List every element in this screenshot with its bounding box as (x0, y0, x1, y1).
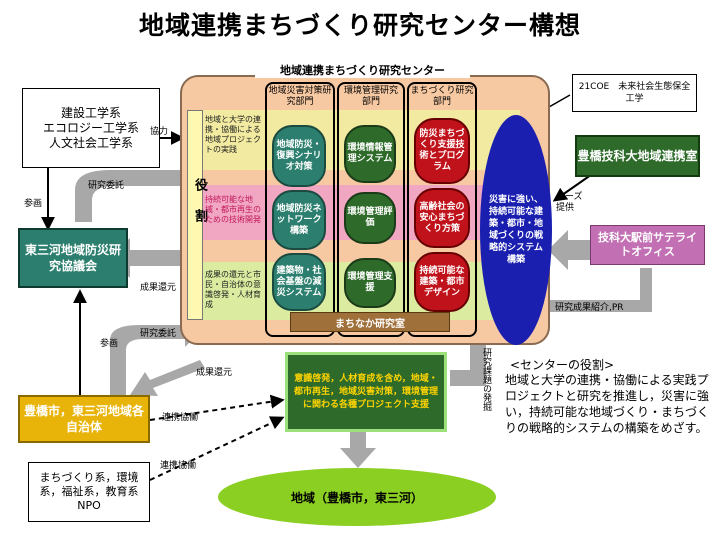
col2-top-pill: 環境情報管理システム (344, 125, 396, 183)
line-npo-to-projects (149, 416, 285, 481)
municipalities-box: 豊橋市，東三河地域各自治体 (18, 395, 150, 443)
col1-top-pill: 地域防災・復興シナリオ対策 (272, 125, 326, 187)
column-frame-1 (265, 82, 335, 337)
arrow-pr (550, 268, 652, 312)
column-frame-3 (407, 82, 477, 337)
satellite-office-box: 技科大駅前サテライトオフィス (590, 225, 705, 265)
column-head-1: 地域災害対策研究部門 (268, 86, 332, 107)
column-head-2: 環境管理研究部門 (343, 86, 398, 107)
role-label-box (187, 110, 203, 320)
goal-ellipse: 災害に強い、持続可能な建築・都市・地域づくりの戦略的システム構築 (480, 115, 552, 345)
col2-mid-pill: 環境管理評価 (344, 192, 396, 244)
column-frame-2 (337, 82, 405, 337)
projects-box: 意識啓発，人材育成を含め，地域・都市再生，地域災害対策，環境管理に関わる各種プロ… (285, 352, 447, 432)
col3-top-pill: 防災まちづくり支援技術とプログラム (414, 118, 470, 184)
col3-bottom-pill: 持続可能な建築・都市デザイン (414, 252, 470, 312)
page-title: 地域連携まちづくり研究センター構想 (138, 11, 581, 40)
row-text-3: 成果の還元と市民・自治体の意識啓発・人材育成 (205, 270, 261, 309)
role-body: 地域と大学の連携・協働による実践プロジェクトと研究を推進し，災害に強い，持続可能… (505, 373, 710, 435)
academic-fields-text: 建設工学系 エコロジー工学系 人文社会工学系 (42, 105, 139, 150)
row-text-2: 持続可能な地域・都市再生のための技術開発 (205, 195, 261, 224)
label-seika-kangen: 成果還元 (140, 283, 177, 293)
arrow-council-loop (75, 162, 196, 222)
arrow-satellite-in (548, 230, 590, 270)
coe-box: 21COE 未来社会生態保全工学 (572, 74, 697, 112)
col1-mid-pill: 地域防災ネットワーク構築 (272, 190, 326, 250)
label-kenkyu-kadai: 研究課題の発掘 (481, 348, 491, 411)
label-kenkyu-itaku-top: 研究委託 (88, 181, 125, 191)
label-seika-kangen-bottom: 成果還元 (196, 368, 233, 378)
label-kyoryoku: 協力 (150, 127, 169, 137)
arrow-municipal-to-center (110, 317, 200, 395)
npo-box: まちづくり系，環境系，福祉系，教育系NPO (28, 462, 150, 522)
label-renkei-kyodo-npo: 連携協働 (160, 461, 197, 471)
arrow-return-to-municipal (130, 360, 205, 396)
region-ellipse: 地域（豊橋市，東三河） (218, 468, 496, 526)
line-municipal-to-projects (149, 394, 285, 421)
academic-fields-box: 建設工学系 エコロジー工学系 人文社会工学系 (22, 88, 160, 168)
label-sankaku-bottom: 参画 (100, 339, 119, 349)
col3-mid-pill: 高齢社会の安心まちづくり方策 (414, 188, 470, 248)
col1-bottom-pill: 建築物・社会基盤の減災システム (272, 253, 326, 311)
label-needs: ニーズ 提供 (556, 192, 583, 213)
tut-office-box: 豊橋技科大地域連携室 (575, 135, 700, 177)
label-renkei-kyodo: 連携協働 (162, 413, 199, 423)
role-title: <センターの役割> (510, 358, 615, 372)
label-kenkyu-itaku-bottom: 研究委託 (140, 329, 177, 339)
role-label: 役割 (192, 178, 207, 240)
center-header: 地域連携まちづくり研究センター (255, 62, 470, 78)
arrow-projects-to-region (340, 430, 376, 468)
row-text-1: 地域と大学の連携・協働による地域プロジェクトの実践 (205, 115, 261, 154)
label-sankaku-top: 参画 (24, 199, 43, 209)
col2-bottom-pill: 環境管理支援 (344, 258, 396, 308)
base-lab-bar: まちなか研究室 (290, 312, 450, 332)
column-head-3: まちづくり研究部門 (410, 86, 474, 107)
council-box: 東三河地域防災研究協議会 (18, 228, 128, 288)
label-kenkyu-seika: 研究成果紹介,PR (555, 303, 624, 313)
